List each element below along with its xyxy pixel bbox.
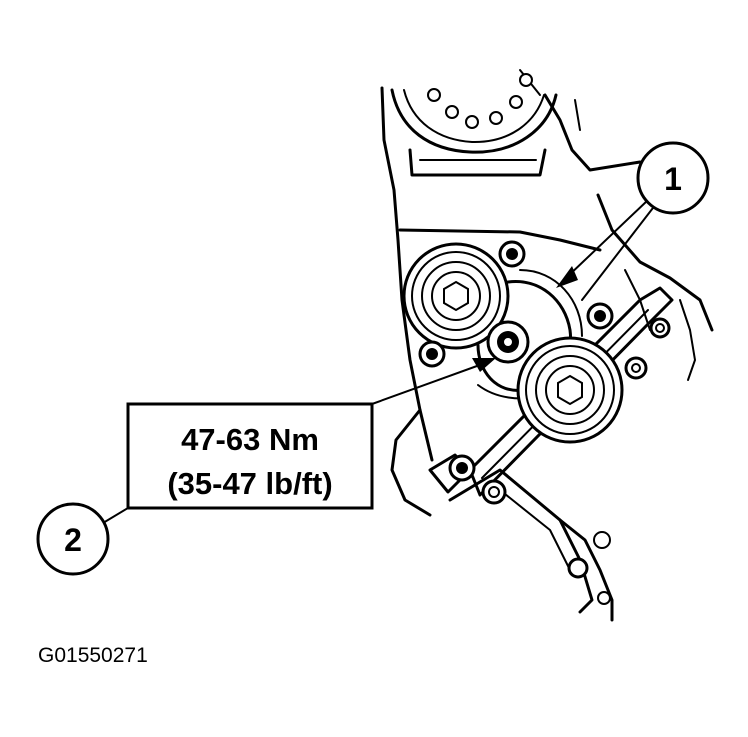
callout-2-circle bbox=[36, 502, 110, 576]
callout-1-label: 1 bbox=[664, 161, 682, 197]
mounting-bolts bbox=[418, 240, 671, 605]
torque-spec-box bbox=[126, 402, 374, 510]
callout-1: 1 bbox=[556, 141, 710, 301]
callout-2-arrowhead bbox=[472, 358, 496, 372]
idler-pulley bbox=[402, 242, 510, 350]
tensioner-housing bbox=[476, 269, 583, 400]
callout-2: 47-63 Nm (35-47 lb/ft) 2 bbox=[36, 358, 496, 576]
pulley-hole bbox=[519, 73, 533, 87]
pulley-hole bbox=[489, 111, 503, 125]
tensioner-bracket bbox=[428, 286, 674, 614]
callout-2-label: 2 bbox=[64, 522, 82, 558]
engine-front-cover bbox=[380, 69, 714, 622]
figure-id: G01550271 bbox=[38, 644, 148, 667]
tensioner-bolt-head bbox=[557, 374, 583, 406]
torque-spec-imperial: (35-47 lb/ft) bbox=[167, 466, 332, 501]
callout-1-circle bbox=[636, 141, 710, 215]
tensioner-pulley bbox=[516, 336, 624, 444]
pulley-hole bbox=[509, 95, 523, 109]
pulley-hole bbox=[427, 88, 441, 102]
callout-1-arrowhead bbox=[556, 266, 578, 288]
pulley-hole bbox=[465, 115, 479, 129]
crankshaft-pulley bbox=[390, 73, 558, 177]
pulley-hole bbox=[445, 105, 459, 119]
torque-spec-metric: 47-63 Nm bbox=[181, 422, 319, 457]
idler-bolt-head bbox=[443, 280, 469, 312]
